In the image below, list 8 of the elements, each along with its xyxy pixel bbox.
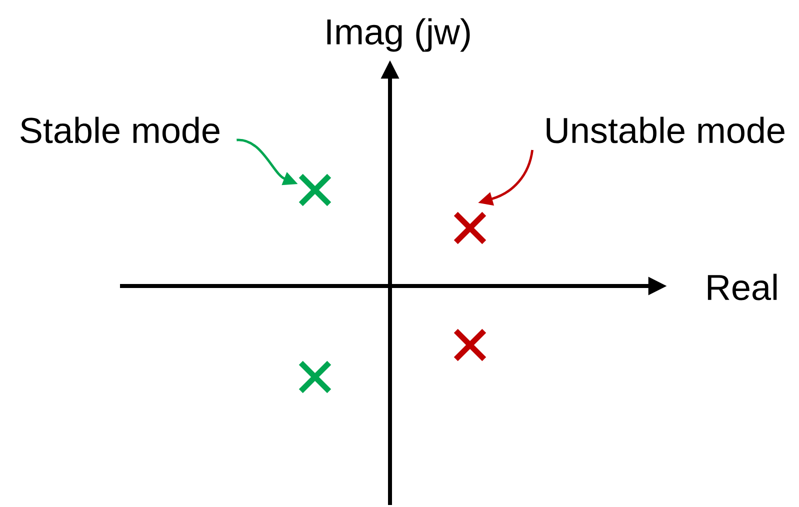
pole-mark [298,360,332,394]
pole-mark [453,328,487,362]
pole-mark [298,173,332,207]
axis-label: Imag (jw) [327,18,470,52]
pole-mark [453,211,487,245]
mode-label: Unstable mode [546,116,784,144]
mode-label: Stable mode [20,116,220,144]
axis-label: Real [708,274,777,300]
